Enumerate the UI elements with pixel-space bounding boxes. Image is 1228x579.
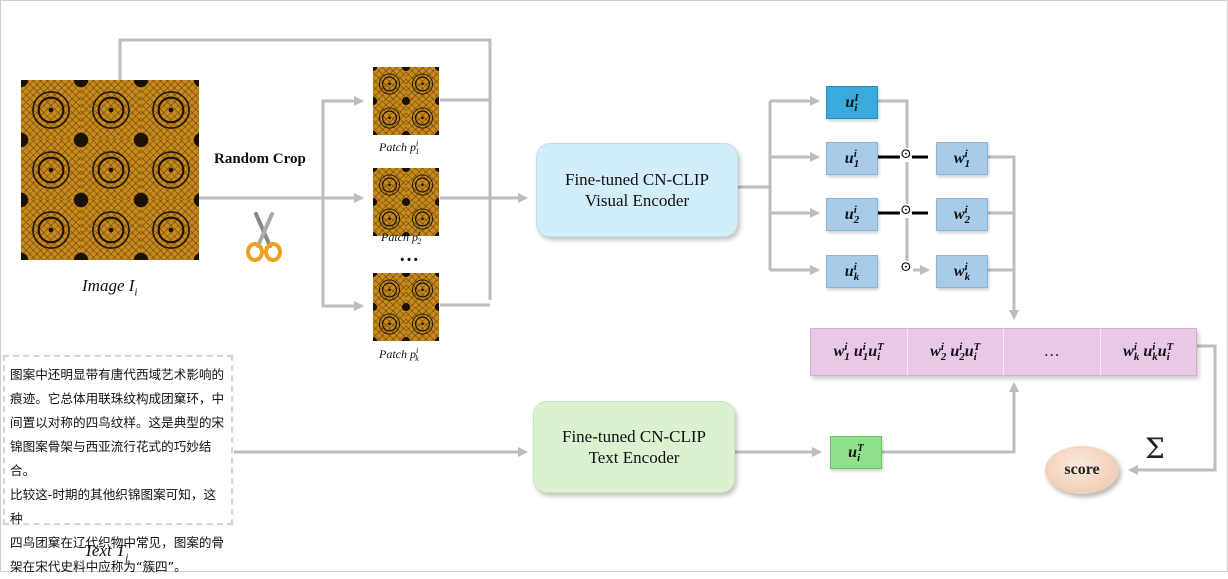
arrow-uI-line [878, 99, 909, 270]
image-caption: Image Ii [82, 276, 138, 299]
patch-caption-k: Patch pik [379, 346, 419, 364]
patch-image-1 [373, 67, 439, 135]
text-encoder-line2: Text Encoder [588, 448, 680, 467]
textile-image [21, 80, 199, 260]
arrow-weights-bus [988, 155, 1019, 320]
similarity-term-ellipsis: … [1004, 329, 1101, 375]
text-encoder-box: Fine-tuned CN-CLIP Text Encoder [533, 401, 735, 493]
scissors-icon [246, 212, 282, 262]
score-node: score [1045, 446, 1119, 494]
arrow-uT-result [880, 382, 1019, 454]
arrow-image-top [118, 38, 492, 300]
text-encoder-line1: Fine-tuned CN-CLIP [561, 427, 707, 446]
patch-image-2 [373, 168, 439, 236]
patch-ellipsis: … [399, 244, 419, 266]
sum-symbol: Σ [1145, 432, 1165, 465]
patch-image-k [373, 273, 439, 341]
hadamard-node-2: ⊙ [900, 203, 912, 218]
text-caption: Text Ti [84, 541, 129, 564]
text-description-box: 图案中还明显带有唐代西域艺术影响的 痕迹。它总体用联珠纹构成团窠环，中 间置以对… [3, 355, 233, 574]
visual-encoder-box: Fine-tuned CN-CLIP Visual Encoder [536, 143, 738, 237]
hadamard-node-1: ⊙ [900, 147, 912, 162]
visual-encoder-line2: Visual Encoder [584, 191, 690, 210]
arrow-result-score [1128, 344, 1217, 475]
arrow-crop-down [321, 198, 364, 311]
hadamard-node-k: ⊙ [900, 260, 912, 275]
patch-caption-2: Patch pi2 [381, 229, 422, 247]
visual-encoder-line1: Fine-tuned CN-CLIP [564, 170, 710, 189]
random-crop-label: Random Crop [214, 151, 306, 167]
patch-caption-1: Patch pi1 [379, 139, 420, 157]
arrow-crop-up [321, 96, 364, 198]
